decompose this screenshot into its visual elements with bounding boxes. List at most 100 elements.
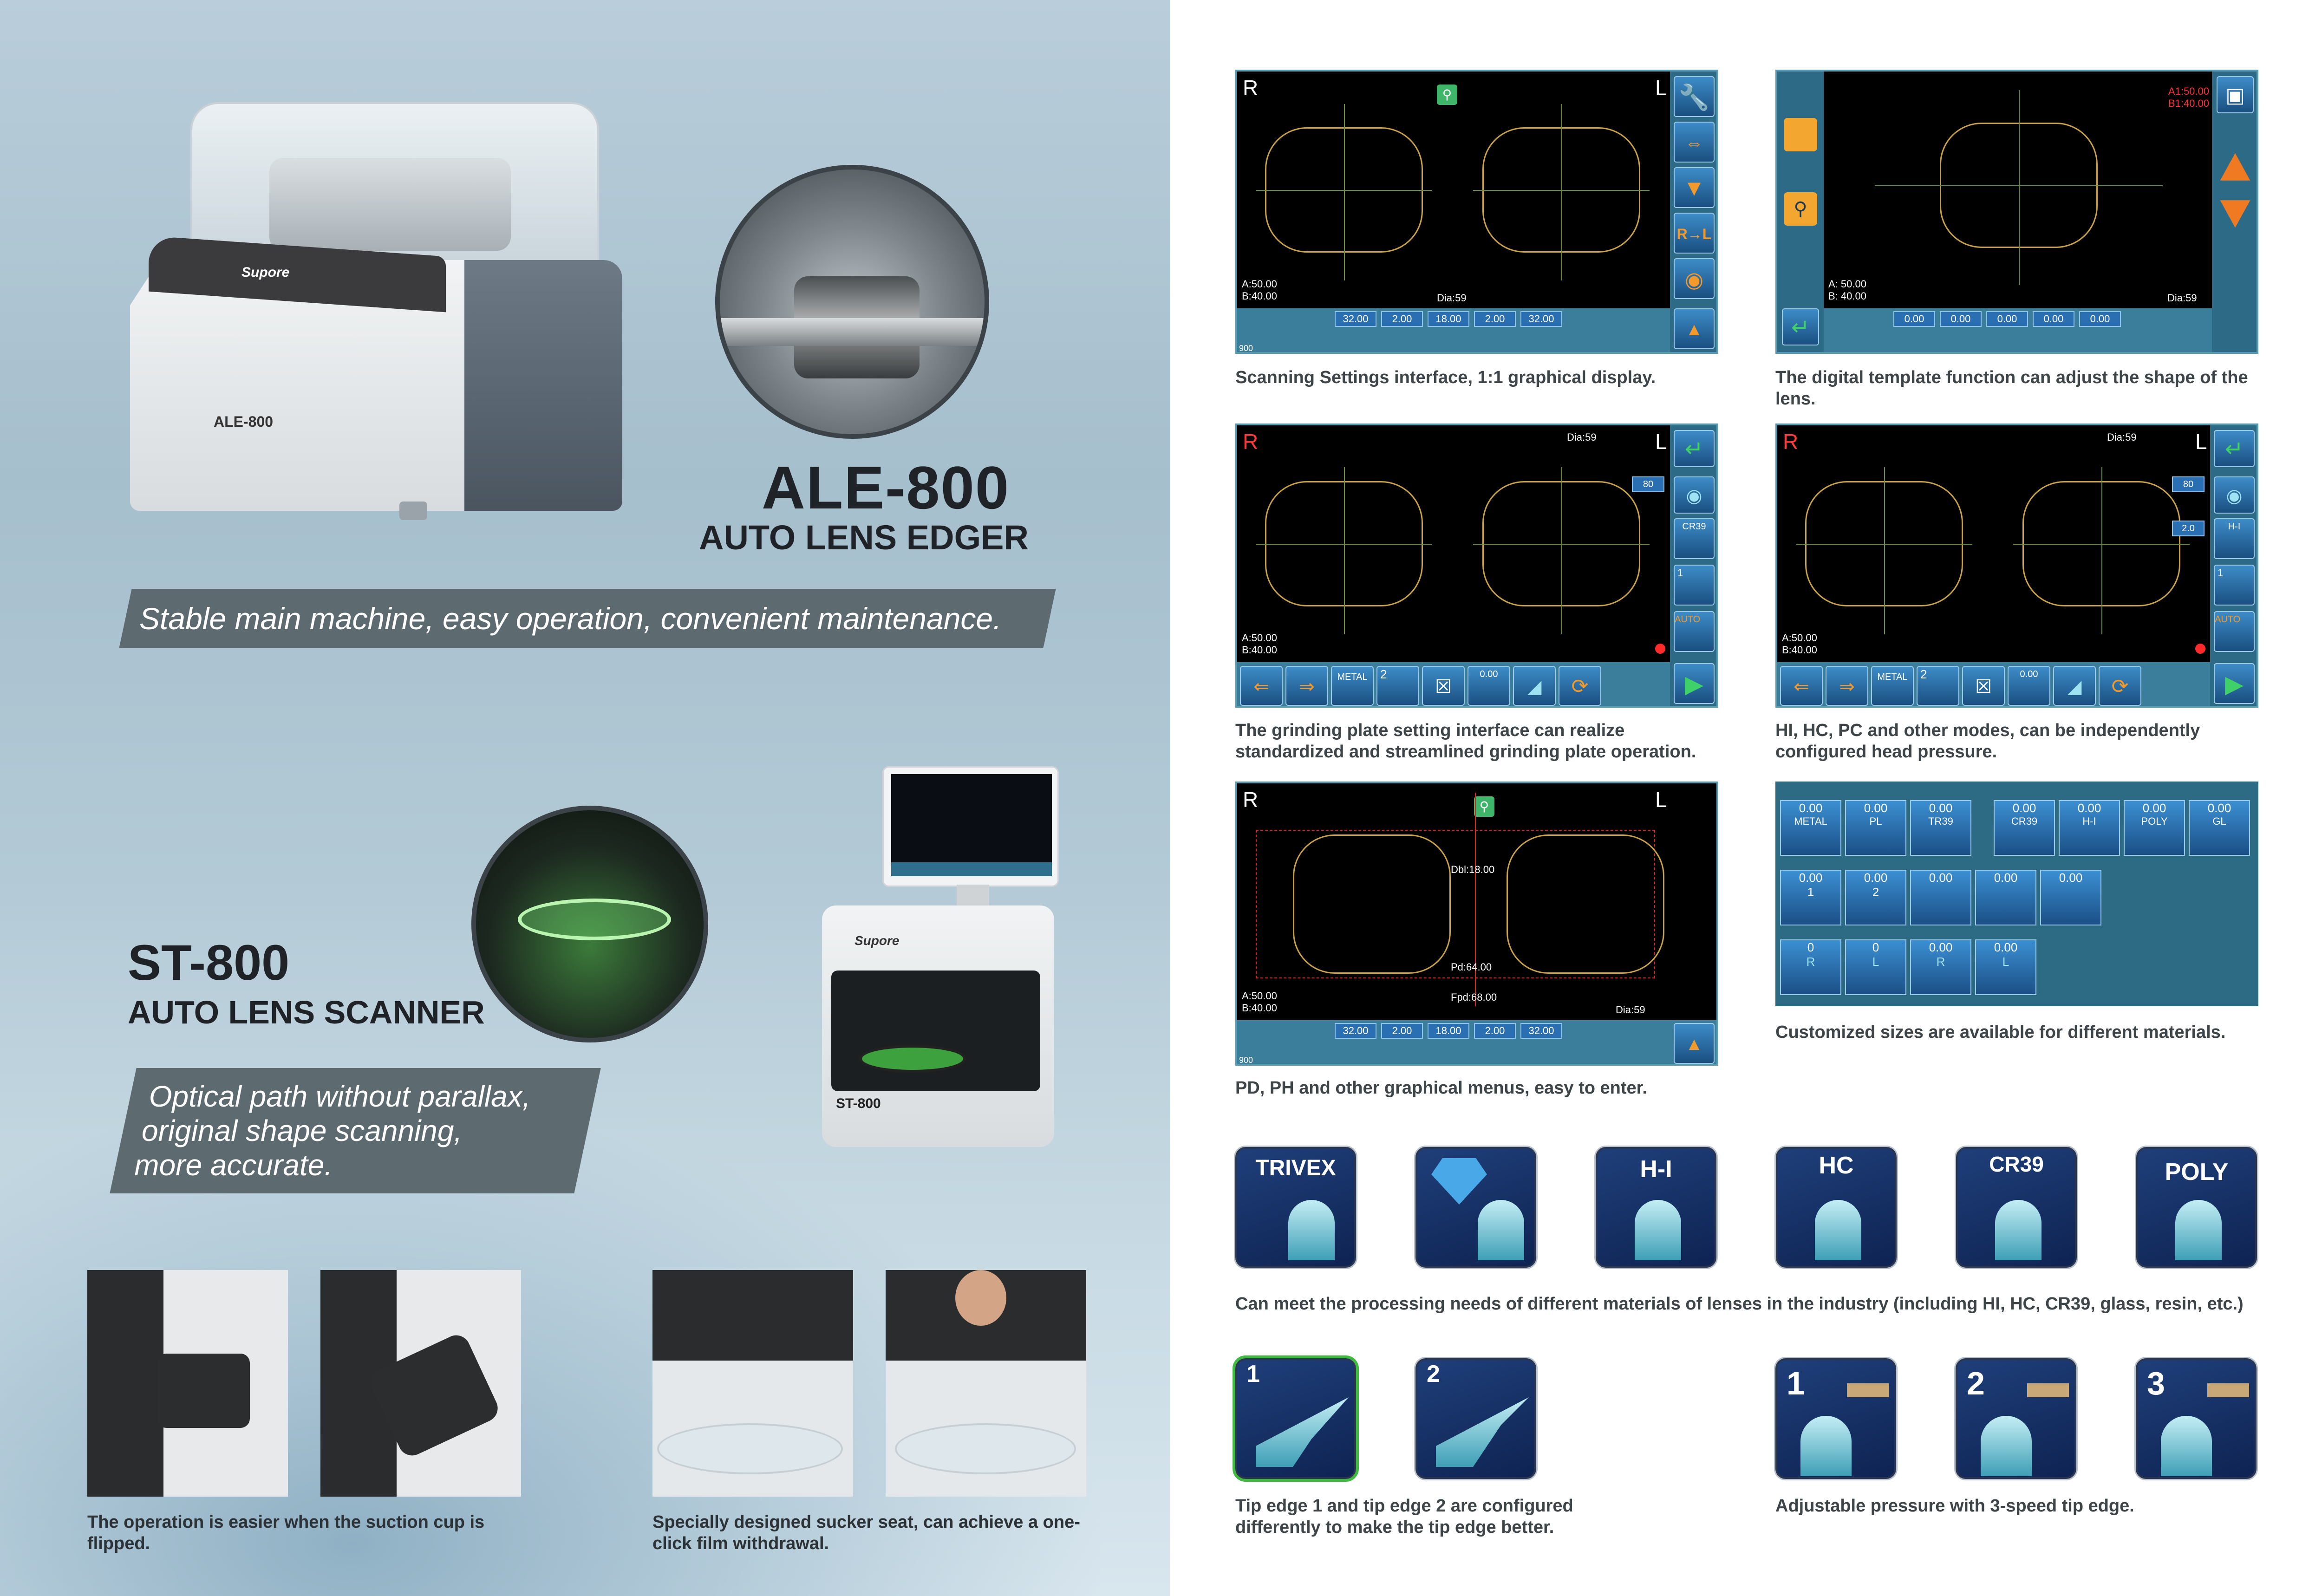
grind-side-80[interactable]: 80 <box>1632 476 1664 492</box>
press-rotate-icon[interactable]: ⟳ <box>2099 666 2141 706</box>
pd-value-3[interactable]: 18.00 <box>1428 1023 1469 1039</box>
hc-button[interactable]: HC <box>1776 1147 1897 1268</box>
trivex-button[interactable]: TRIVEX <box>1235 1147 1356 1268</box>
value-button-4[interactable]: 2.00 <box>1474 311 1516 327</box>
press-a: A:50.00 <box>1782 632 1817 644</box>
pd-value-1[interactable]: 32.00 <box>1335 1023 1376 1039</box>
pd-zoom-icon[interactable]: ⚲ <box>1474 796 1494 817</box>
glasses-icon[interactable]: ◉ <box>1674 476 1715 514</box>
tpl-value-1[interactable]: 0.00 <box>1893 311 1935 327</box>
tpl-value-3[interactable]: 0.00 <box>1986 311 2028 327</box>
tpl-value-5[interactable]: 0.00 <box>2079 311 2121 327</box>
mat-gl-val: 0.00 <box>2207 801 2231 815</box>
press-tip-1-button[interactable]: 1 <box>2214 565 2255 606</box>
speed-2-button[interactable]: 2 <box>1956 1358 2076 1479</box>
b-value: B:40.00 <box>1242 290 1277 302</box>
r-to-l-icon[interactable]: R→L <box>1674 213 1715 254</box>
hi-button[interactable]: H-I <box>1596 1147 1716 1268</box>
grind-cr39-button[interactable]: CR39 <box>1674 518 1715 559</box>
value-button-2[interactable]: 2.00 <box>1381 311 1423 327</box>
tip-1-num: 1 <box>1807 885 1814 899</box>
cr39-button[interactable]: CR39 <box>1956 1147 2077 1268</box>
grind-frame-icon[interactable]: ☒ <box>1422 666 1465 706</box>
pd-center-line <box>1475 793 1476 1006</box>
grind-2-button[interactable]: 2 <box>1376 666 1419 706</box>
press-left-arrow-icon[interactable]: ⇐ <box>1780 666 1823 706</box>
zoom-icon[interactable]: ⚲ <box>1437 85 1457 105</box>
download-icon[interactable]: ▼ <box>1674 167 1715 208</box>
tip-5[interactable]: 0.00 <box>2040 870 2101 925</box>
tpl-value-2[interactable]: 0.00 <box>1940 311 1982 327</box>
pd-corner: 900 <box>1239 1055 1253 1065</box>
width-arrows-icon[interactable]: ⇔ <box>1674 122 1715 163</box>
tip-4[interactable]: 0.00 <box>1975 870 2036 925</box>
grind-tool-icon[interactable]: ◢ <box>1513 666 1556 706</box>
speed-2-lens-icon <box>1981 1416 2032 1476</box>
grind-rotate-icon[interactable]: ⟳ <box>1559 666 1601 706</box>
glass-lens-icon <box>1478 1200 1524 1260</box>
speed-3-button[interactable]: 3 <box>2136 1358 2257 1479</box>
grind-value-button[interactable]: 0.00 <box>1468 666 1510 706</box>
pd-value-2[interactable]: 2.00 <box>1381 1023 1423 1039</box>
pd-value-4[interactable]: 2.00 <box>1474 1023 1516 1039</box>
machine-send-icon[interactable]: ▲ <box>1674 308 1715 349</box>
press-back-icon[interactable]: ↵ <box>2214 430 2255 467</box>
grind-back-icon[interactable]: ↵ <box>1674 430 1715 467</box>
tip-1-label: 1 <box>1677 567 1683 579</box>
play-icon[interactable]: ▶ <box>1674 663 1715 704</box>
glass-button[interactable] <box>1415 1147 1536 1268</box>
grind-right-arrow-icon[interactable]: ⇒ <box>1285 666 1328 706</box>
value-button-5[interactable]: 32.00 <box>1520 311 1562 327</box>
grind-left-arrow-icon[interactable]: ⇐ <box>1240 666 1283 706</box>
press-value-button[interactable]: 0.00 <box>2008 666 2050 706</box>
tip-edge-1-button[interactable]: 1 <box>1235 1358 1356 1479</box>
press-metal-button[interactable]: METAL <box>1871 666 1914 706</box>
tpl-value-4[interactable]: 0.00 <box>2033 311 2074 327</box>
camera-icon[interactable]: ◉ <box>1674 258 1715 299</box>
tip-edge-1-icon <box>1256 1397 1349 1467</box>
tip-edge-2-button[interactable]: 2 <box>1415 1358 1536 1479</box>
speed-1-button[interactable]: 1 <box>1775 1358 1896 1479</box>
enter-icon[interactable]: ↵ <box>1782 308 1819 345</box>
pd-machine-icon[interactable]: ▲ <box>1674 1023 1715 1064</box>
folder-icon[interactable] <box>1784 118 1817 151</box>
tip-4-val: 0.00 <box>1994 871 2018 885</box>
press-frame-icon[interactable]: ☒ <box>1962 666 2005 706</box>
grind-tip-1-button[interactable]: 1 <box>1674 565 1715 606</box>
press-2-button[interactable]: 2 <box>1917 666 1959 706</box>
press-side-2[interactable]: 2.0 <box>2172 521 2205 536</box>
press-tool-icon[interactable]: ◢ <box>2053 666 2096 706</box>
press-glasses-icon[interactable]: ◉ <box>2214 476 2255 514</box>
press-right-arrow-icon[interactable]: ⇒ <box>1826 666 1868 706</box>
press-side-80[interactable]: 80 <box>2172 476 2205 492</box>
poly-button[interactable]: POLY <box>2136 1147 2257 1268</box>
press-auto-button[interactable]: AUTO <box>2214 611 2255 652</box>
speed-2-spindle-icon <box>2027 1383 2069 1397</box>
press-play-icon[interactable]: ▶ <box>2214 663 2255 704</box>
press-hi-button[interactable]: H-I <box>2214 518 2255 559</box>
pd-value-5[interactable]: 32.00 <box>1520 1023 1562 1039</box>
wrench-icon[interactable]: 🔧 <box>1674 76 1715 117</box>
grind-auto-button[interactable]: AUTO <box>1674 611 1715 652</box>
tip-3[interactable]: 0.00 <box>1910 870 1971 925</box>
folder-search-icon[interactable]: ⚲ <box>1784 192 1817 226</box>
value-button-3[interactable]: 18.00 <box>1428 311 1469 327</box>
save-icon[interactable]: ▣ <box>2217 76 2254 113</box>
grind-metal-button[interactable]: METAL <box>1331 666 1374 706</box>
value-button-1[interactable]: 32.00 <box>1335 311 1376 327</box>
